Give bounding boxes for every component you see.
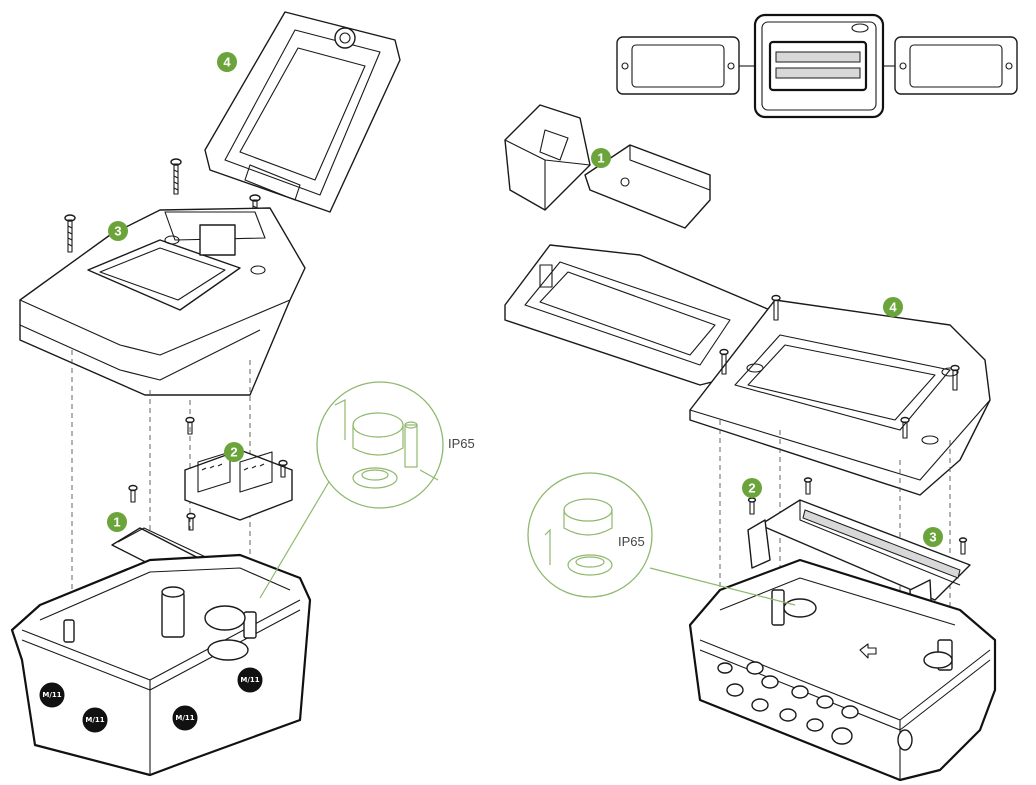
left-callout-3: 3 (108, 221, 128, 241)
right-base-enclosure (688, 558, 997, 782)
left-screw-a (170, 158, 182, 195)
svg-text:3: 3 (929, 530, 936, 545)
left-assembly: M/11 M/11 M/11 M/11 (10, 11, 475, 777)
left-hinged-lid (204, 11, 401, 213)
svg-text:4: 4 (889, 300, 897, 315)
right-callout-3: 3 (923, 527, 943, 547)
right-knockouts (717, 661, 913, 751)
svg-text:1: 1 (597, 151, 604, 166)
left-terminal-block (128, 416, 293, 531)
svg-text:3: 3 (114, 224, 121, 239)
svg-text:2: 2 (748, 481, 755, 496)
left-callout-1: 1 (107, 512, 127, 532)
right-callout-2: 2 (742, 478, 762, 498)
right-assembly: IP65 1 4 2 3 (504, 13, 1018, 782)
right-wall-bracket (504, 104, 711, 229)
left-knockout-1: M/11 (39, 682, 65, 708)
left-ip65-label: IP65 (448, 436, 475, 451)
left-knockout-4: M/11 (237, 667, 263, 693)
left-knockout-2: M/11 (82, 707, 108, 733)
right-cover-lid (504, 244, 991, 496)
left-knockout-3: M/11 (172, 705, 198, 731)
svg-text:4: 4 (223, 55, 231, 70)
right-front-view (616, 13, 1018, 119)
svg-text:1: 1 (113, 515, 120, 530)
right-callout-1: 1 (591, 148, 611, 168)
left-screw-c (64, 214, 76, 253)
left-callout-4: 4 (217, 52, 237, 72)
right-ip65-label: IP65 (618, 534, 645, 549)
left-callout-2: 2 (224, 442, 244, 462)
right-callout-4: 4 (883, 297, 903, 317)
svg-text:M/11: M/11 (85, 716, 104, 724)
left-cover (19, 207, 306, 396)
svg-text:M/11: M/11 (42, 691, 61, 699)
svg-text:M/11: M/11 (240, 676, 259, 684)
left-ip65-detail: IP65 (259, 381, 475, 599)
svg-text:M/11: M/11 (175, 714, 194, 722)
left-knockouts: M/11 M/11 M/11 M/11 (39, 667, 263, 733)
svg-text:2: 2 (230, 445, 237, 460)
right-ip65-detail: IP65 (527, 472, 796, 606)
